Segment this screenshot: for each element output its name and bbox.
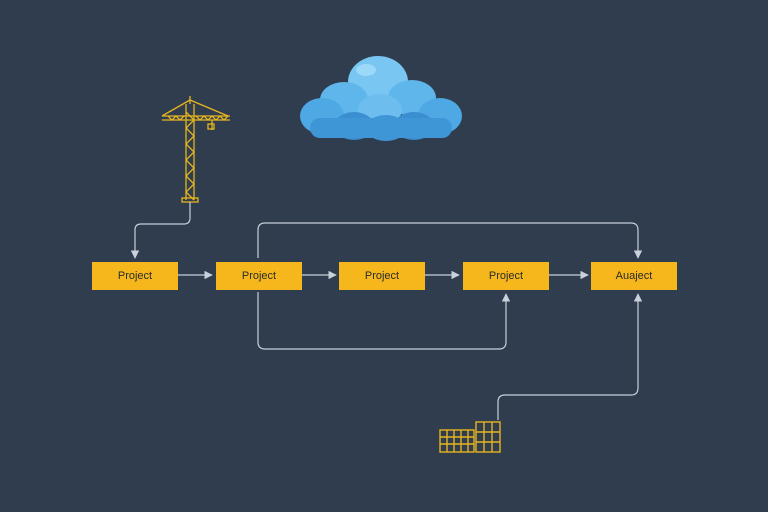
node-5[interactable]: Auaject <box>591 262 677 290</box>
connector-loop-top-node-2-to-node-5 <box>257 222 643 259</box>
node-label: Project <box>365 270 399 282</box>
node-4[interactable]: Project <box>463 262 549 290</box>
building-icon <box>439 421 501 453</box>
connectors <box>130 202 643 420</box>
node-3[interactable]: Project <box>339 262 425 290</box>
connector-building-to-node-5 <box>497 293 643 420</box>
node-label: Auaject <box>616 270 653 282</box>
crane-icon <box>161 96 230 203</box>
node-label: Project <box>118 270 152 282</box>
cloud-icon <box>300 56 462 141</box>
node-2[interactable]: Project <box>216 262 302 290</box>
connector-loop-bottom-node-2-to-node-4 <box>257 292 511 350</box>
node-1[interactable]: Project <box>92 262 178 290</box>
node-label: Project <box>242 270 276 282</box>
connector-crane-to-node-1 <box>130 202 191 259</box>
node-label: Project <box>489 270 523 282</box>
